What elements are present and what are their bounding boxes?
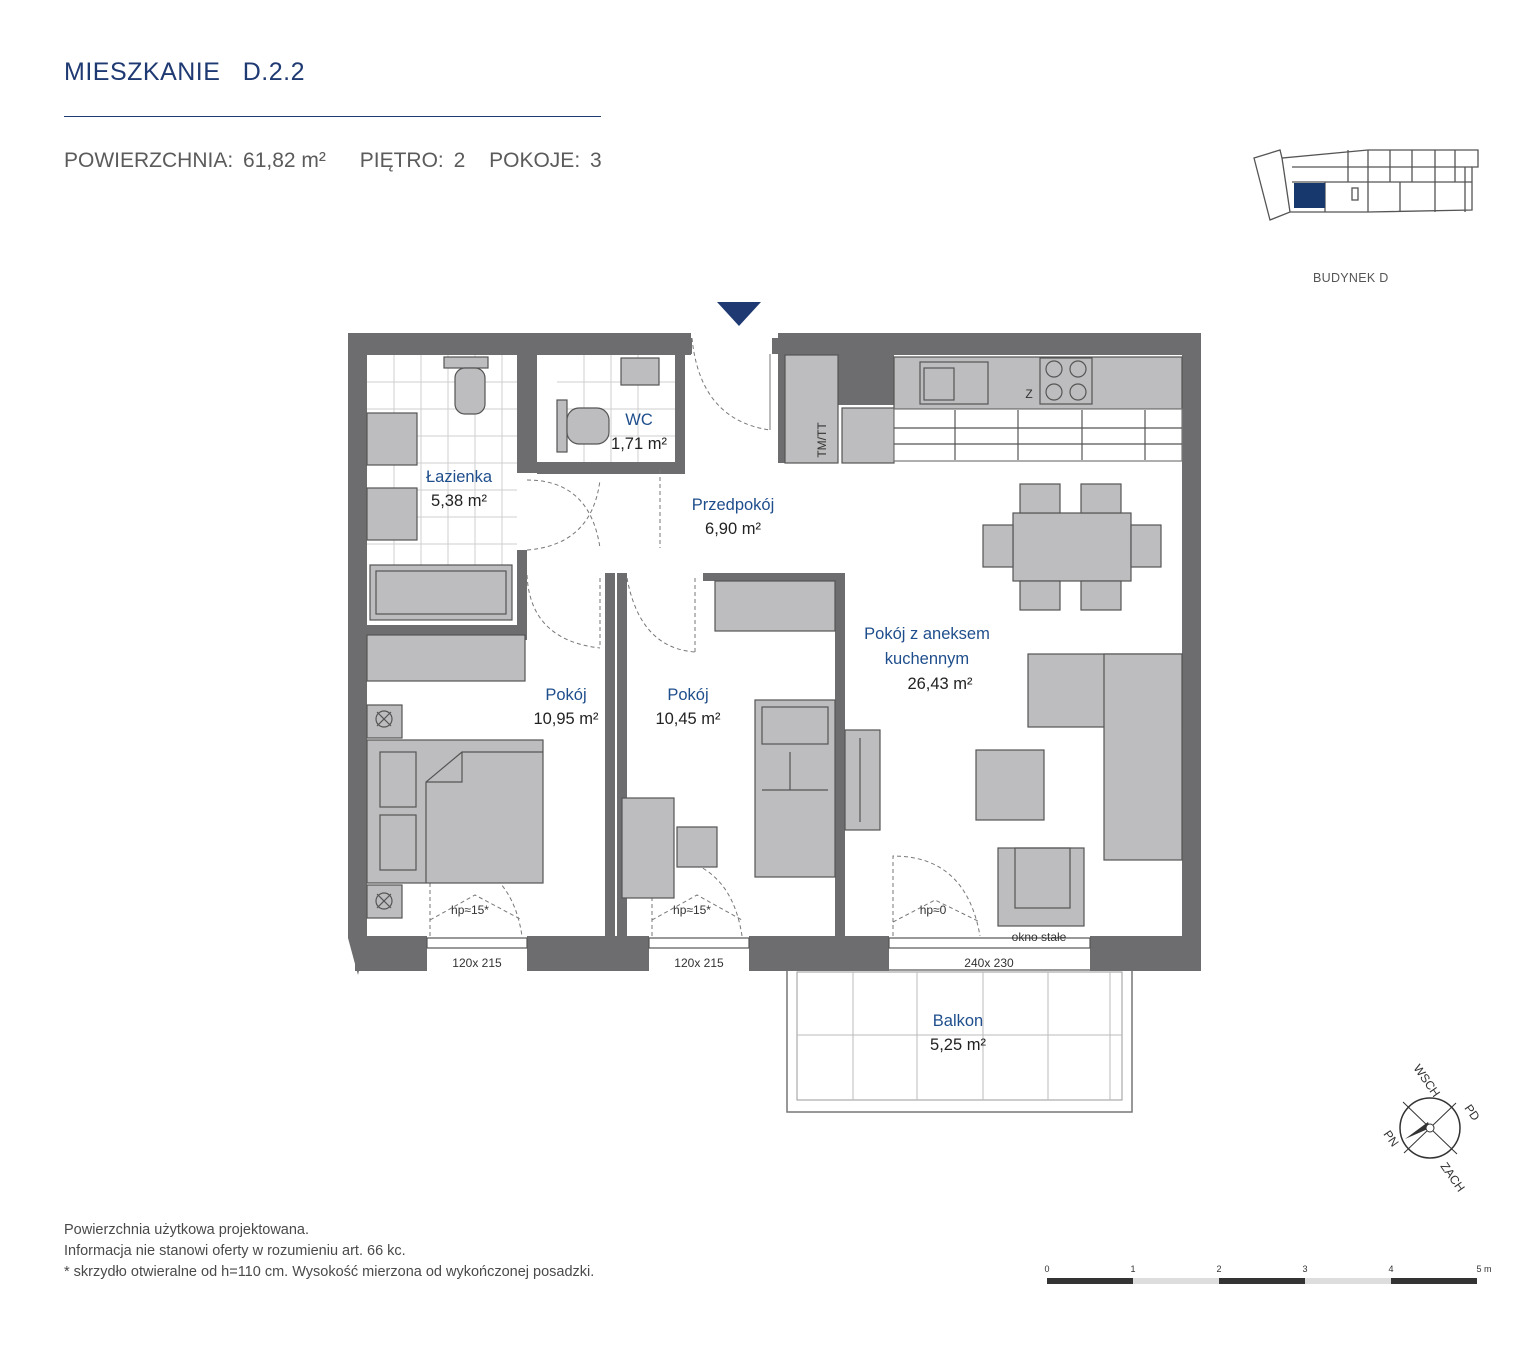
- compass-rose-icon: [1399, 1097, 1461, 1159]
- window-size-2: 120x 215: [674, 956, 724, 970]
- room-name-przedpokoj: Przedpokój: [692, 496, 775, 514]
- floor-label: PIĘTRO:: [359, 149, 444, 172]
- room-area-lazienka: 5,38 m²: [431, 492, 487, 510]
- compass-pn: PN: [1381, 1128, 1402, 1150]
- compass-zach: ZACH: [1438, 1160, 1468, 1195]
- room-name-pokoj-2: Pokój: [667, 686, 708, 704]
- sill-height-3: hp≈0: [920, 903, 947, 917]
- note-line-2: Informacja nie stanowi oferty w rozumien…: [64, 1243, 406, 1259]
- burner-icon: [1045, 360, 1063, 378]
- note-line-3: * skrzydło otwieralne od h=110 cm. Wysok…: [64, 1264, 595, 1280]
- footnotes: Powierzchnia użytkowa projektowana. Info…: [64, 1220, 594, 1283]
- scale-label-0: 0: [1044, 1264, 1049, 1274]
- room-name-salon-line2: kuchennym: [885, 650, 969, 668]
- balcony: [786, 969, 1133, 1113]
- highlighted-apartment: [1294, 183, 1325, 208]
- room-name-wc: WC: [625, 411, 653, 429]
- windows: [426, 937, 1091, 949]
- room-area-salon: 26,43 m²: [907, 675, 973, 693]
- room-name-balkon: Balkon: [933, 1012, 983, 1030]
- scale-bar: [1047, 1278, 1477, 1284]
- tm-label: TM/TT: [815, 422, 829, 458]
- room-name-pokoj-1: Pokój: [545, 686, 586, 704]
- walls: [348, 333, 1201, 975]
- sill-height-2: hp≈15*: [673, 903, 711, 917]
- building-key-plan: [1253, 149, 1479, 221]
- room-area-przedpokoj: 6,90 m²: [705, 520, 761, 538]
- entrance-arrow-icon: [717, 302, 761, 326]
- area-value: 61,82 m²: [243, 149, 326, 172]
- room-area-wc: 1,71 m²: [611, 435, 667, 453]
- fixed-window-label: okno stałe: [1012, 930, 1067, 944]
- building-label: BUDYNEK D: [1313, 271, 1389, 285]
- compass-pd: PD: [1462, 1102, 1483, 1124]
- scale-label-4: 4: [1388, 1264, 1393, 1274]
- room-name-lazienka: Łazienka: [426, 468, 493, 486]
- note-line-1: Powierzchnia użytkowa projektowana.: [64, 1222, 310, 1238]
- scale-label-2: 2: [1216, 1264, 1221, 1274]
- scale-label-3: 3: [1302, 1264, 1307, 1274]
- sill-height-1: hp≈15*: [451, 903, 489, 917]
- room-area-pokoj-1: 10,95 m²: [533, 710, 599, 728]
- room-area-balkon: 5,25 m²: [930, 1036, 986, 1054]
- furniture: [366, 354, 1183, 927]
- apartment-stats: POWIERZCHNIA: 61,82 m² PIĘTRO: 2 POKOJE:…: [64, 149, 606, 173]
- scale-label-1: 1: [1130, 1264, 1135, 1274]
- title-divider: [64, 116, 601, 117]
- rooms-label: POKOJE:: [489, 149, 581, 172]
- scale-label-5: 5 m: [1476, 1264, 1491, 1274]
- compass-wsch: WSCH: [1411, 1062, 1444, 1100]
- window-size-3: 240x 230: [964, 956, 1014, 970]
- area-label: POWIERZCHNIA:: [64, 149, 234, 172]
- room-area-pokoj-2: 10,45 m²: [655, 710, 721, 728]
- floor-value: 2: [453, 149, 466, 172]
- room-name-salon-line1: Pokój z aneksem: [864, 625, 990, 643]
- door-swings: [429, 337, 981, 937]
- fridge-label: Z: [1025, 387, 1032, 401]
- kitchen-details: [375, 357, 1182, 910]
- apartment-title: MIESZKANIE D.2.2: [64, 58, 306, 86]
- window-size-1: 120x 215: [452, 956, 502, 970]
- rooms-value: 3: [590, 149, 602, 172]
